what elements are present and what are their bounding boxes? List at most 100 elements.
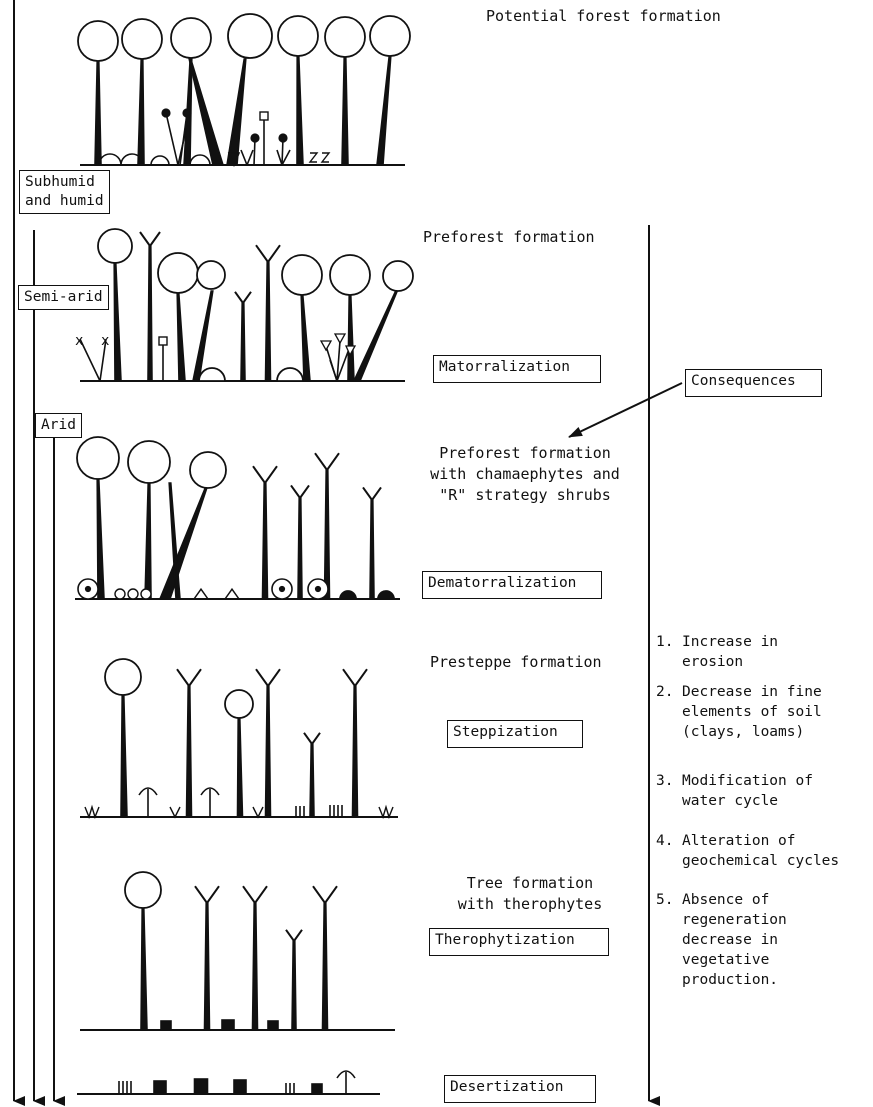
round-crown [370,16,410,56]
hemispheric-shrub [277,368,303,381]
forked-crown [256,245,280,262]
triangle-flower [321,341,331,350]
consequence-item: 2.Decrease in fine elements of soil (cla… [656,682,822,742]
tree-trunk [377,56,391,165]
cushion-shrub [190,155,210,165]
forked-crown [243,886,267,903]
hemispheric-shrub [378,591,394,599]
therophyte-block [222,1020,234,1030]
label-potential-forest: Potential forest formation [486,6,721,27]
forked-crown [313,886,337,903]
consequence-number: 1. [656,632,682,652]
tree-trunk [298,498,302,599]
tree-trunk [148,246,152,381]
cross-herb: x [101,333,109,349]
dot-flower [279,134,287,142]
tree-trunk [95,61,101,165]
box-semiarid: Semi-arid [18,285,109,310]
grass-tuft [85,807,99,817]
box-dematorralization: Dematorralization [422,571,602,599]
consequence-item: 5.Absence of regeneration decrease in ve… [656,890,787,990]
box-subhumid: Subhumid and humid [19,170,110,214]
small-ring [115,589,125,599]
herb-stem [166,113,178,165]
tree-trunk [263,483,268,599]
triangle-shrub [225,589,239,599]
consequence-number: 5. [656,890,682,910]
box-desertization: Desertization [444,1075,596,1103]
herb-stem [247,150,253,165]
square-flower [159,337,167,345]
box-arid: Arid [35,413,82,438]
forked-crown [315,453,339,470]
grass-tuft [253,807,263,817]
label-preforest: Preforest formation [423,227,595,248]
therophyte-block [161,1021,171,1030]
tree-trunk [354,292,397,381]
grass-tuft [379,807,393,817]
forked-crown [256,669,280,686]
round-crown [225,690,253,718]
dot-flower [183,109,191,117]
consequence-number: 4. [656,831,682,851]
round-crown [171,18,211,58]
round-crown [128,441,170,483]
hemispheric-shrub [340,591,356,599]
round-crown [158,253,198,293]
tree-trunk [241,303,245,381]
tree-trunk [227,59,246,165]
herb-stem [330,360,337,381]
tree-trunk [205,903,210,1030]
tree-trunk [253,903,258,1030]
consequence-item: 3.Modification of water cycle [656,771,813,811]
forked-crown [304,733,320,744]
round-crown [105,659,141,695]
round-crown [122,19,162,59]
forked-crown [195,886,219,903]
box-consequences: Consequences [685,369,822,397]
square-flower [260,112,268,120]
round-crown [190,452,226,488]
hemispheric-shrub [199,368,225,381]
tree-trunk [160,488,207,599]
cross-herb: x [75,333,83,349]
tree-trunk [238,718,243,817]
label-presteppe: Presteppe formation [430,652,602,673]
round-crown [330,255,370,295]
tree-trunk [141,908,147,1030]
round-crown [278,16,318,56]
dot-flower [251,134,259,142]
tree-trunk [187,686,192,817]
tree-trunk [121,695,127,817]
box-steppization: Steppization [447,720,583,748]
therophyte-block [312,1084,322,1094]
tree-trunk [353,686,358,817]
forked-crown [235,292,251,303]
label-tree-therophytes: Tree formation with therophytes [415,873,645,915]
consequence-text: Alteration of geochemical cycles [682,831,839,871]
tree-trunk [97,479,104,599]
grass-tuft [170,807,180,817]
small-ring [141,589,151,599]
therophyte-block [234,1080,246,1094]
forked-crown [177,669,201,686]
consequence-item: 4.Alteration of geochemical cycles [656,831,839,871]
chamaephyte-dot [86,587,91,592]
herb-stem [277,150,282,165]
forked-crown [291,485,309,498]
consequence-text: Absence of regeneration decrease in vege… [682,890,787,990]
consequence-text: Decrease in fine elements of soil (clays… [682,682,822,742]
triangle-shrub [194,589,208,599]
triangle-flower [335,334,345,343]
round-crown [78,21,118,61]
round-crown [325,17,365,57]
round-crown [383,261,413,291]
forked-crown [253,466,277,483]
consequence-text: Increase in erosion [682,632,778,672]
consequence-number: 2. [656,682,682,702]
round-crown [282,255,322,295]
tree-trunk [323,903,328,1030]
tree-trunk [325,470,330,599]
tree-trunk [266,262,271,381]
